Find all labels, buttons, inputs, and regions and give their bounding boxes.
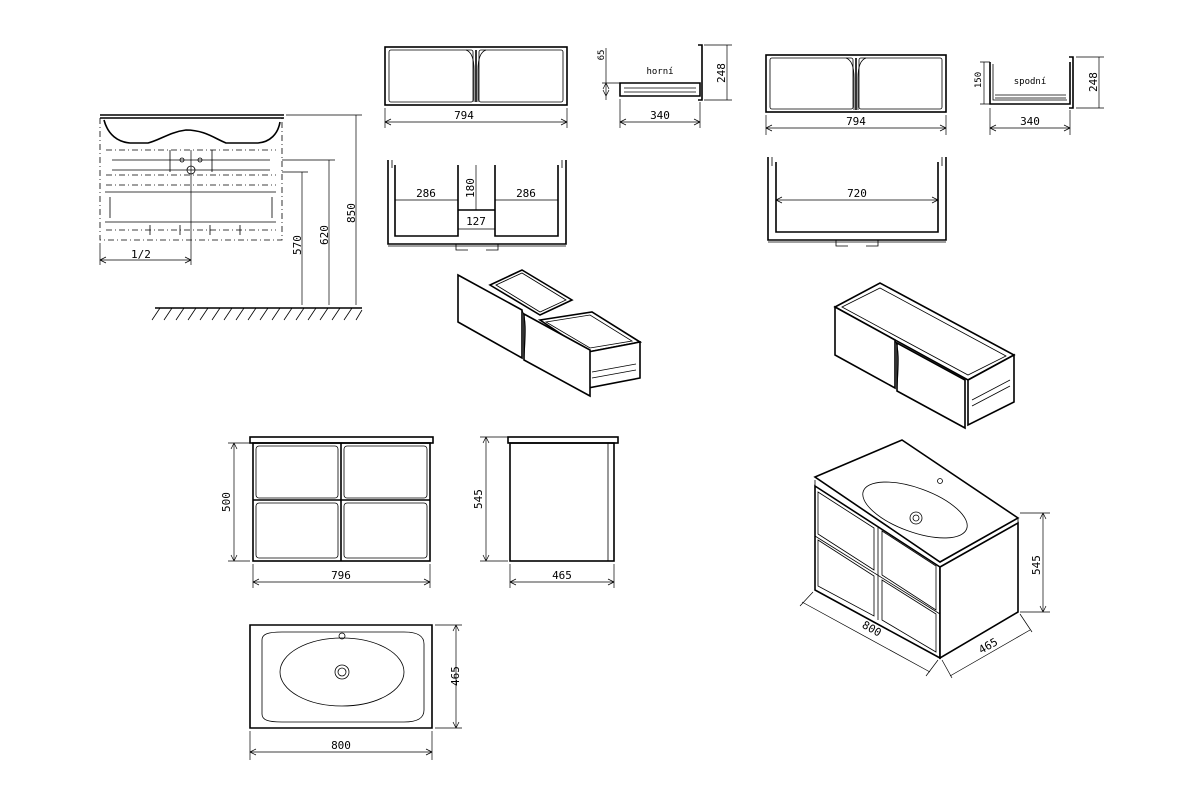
dim-570: 570 <box>291 235 304 255</box>
dim-basin-800: 800 <box>331 739 351 752</box>
label-horni: horní <box>646 67 673 77</box>
top-drawer-front: 794 <box>384 46 568 128</box>
dim-850: 850 <box>345 203 358 223</box>
front-view: 500 796 <box>220 436 434 588</box>
side-view: 545 465 <box>472 436 619 588</box>
basin-top-view: 465 800 <box>249 624 462 760</box>
dim-front-500: 500 <box>220 492 233 512</box>
top-drawer-side: horní 65 248 340 <box>597 44 732 128</box>
bottom-drawer-plan: 720 <box>767 157 947 247</box>
dim-top-248: 248 <box>715 63 728 83</box>
dim-bottom-794: 794 <box>846 115 866 128</box>
label-spodni: spodní <box>1014 77 1047 87</box>
dim-inner-middle-h: 180 <box>464 178 477 198</box>
top-drawer-plan: 286 286 180 127 <box>387 160 567 251</box>
dim-side-465: 465 <box>552 569 572 582</box>
bottom-drawer-side: spodní 150 248 340 <box>974 56 1104 135</box>
dim-inner-right: 286 <box>516 187 536 200</box>
dim-65: 65 <box>597 50 607 61</box>
iso-bottom-drawer <box>833 282 1016 430</box>
iso-top-drawer <box>457 269 643 398</box>
dim-side-545: 545 <box>472 489 485 509</box>
dim-bottom-248: 248 <box>1087 72 1100 92</box>
bottom-drawer-front: 794 <box>765 54 947 135</box>
floor-hatching <box>151 307 363 321</box>
dim-inner-bottom: 720 <box>847 187 867 200</box>
dim-basin-465: 465 <box>449 666 462 686</box>
dim-inner-middle-w: 127 <box>466 215 486 228</box>
dim-inner-left: 286 <box>416 187 436 200</box>
dim-620: 620 <box>318 225 331 245</box>
dim-150: 150 <box>974 72 984 88</box>
dim-top-340: 340 <box>650 109 670 122</box>
dim-top-794: 794 <box>454 109 474 122</box>
dim-front-796: 796 <box>331 569 351 582</box>
side-section-view: 1/2 570 620 850 <box>99 114 363 321</box>
iso-cabinet: 545 800 465 <box>799 439 1050 679</box>
dim-iso-545: 545 <box>1030 555 1043 575</box>
dim-half: 1/2 <box>131 248 151 261</box>
dim-bottom-340: 340 <box>1020 115 1040 128</box>
dim-iso-465: 465 <box>976 635 1000 656</box>
